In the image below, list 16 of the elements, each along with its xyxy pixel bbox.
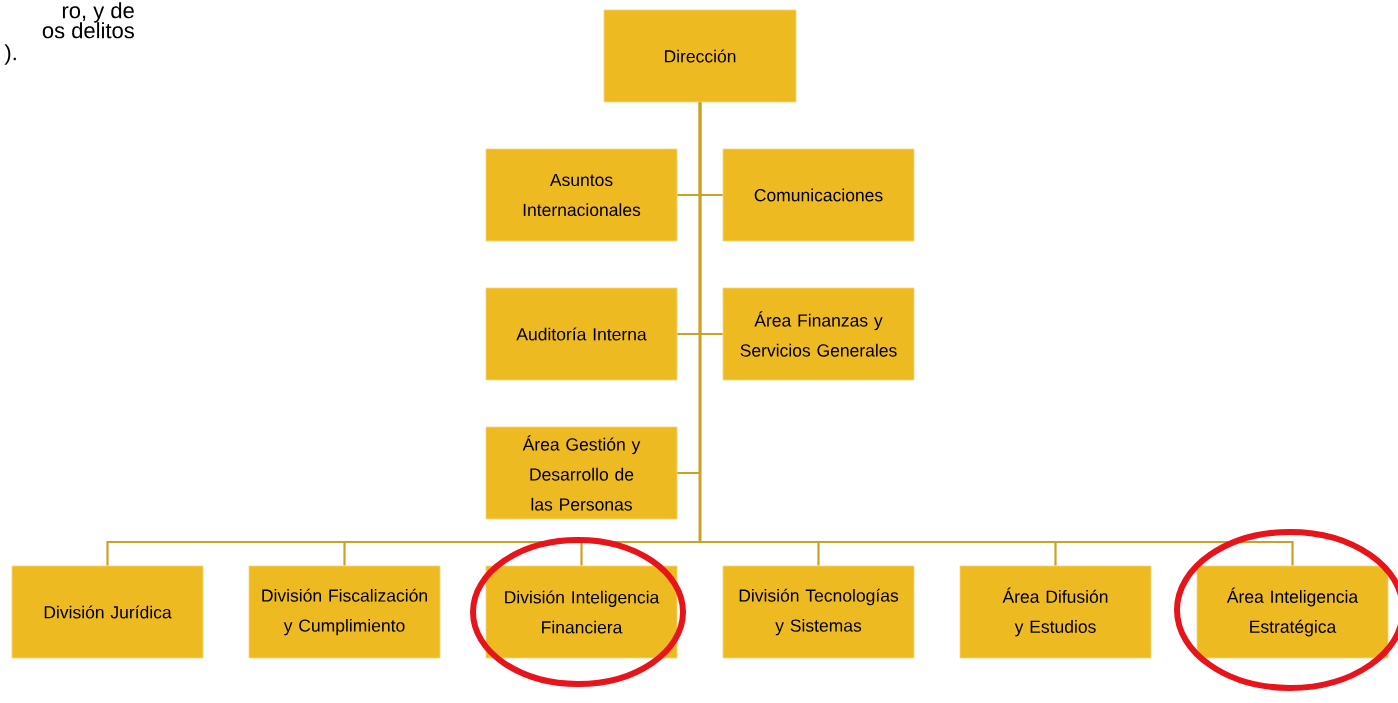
org-box: Área Inteligencia Estratégica (1196, 565, 1389, 659)
org-box: Área Gestión y Desarrollo de las Personas (485, 426, 678, 520)
org-box: Área Difusión y Estudios (959, 565, 1152, 659)
org-box: Comunicaciones (722, 148, 915, 242)
org-box: División Tecnologías y Sistemas (722, 565, 915, 659)
org-box: Área Finanzas y Servicios Generales (722, 287, 915, 381)
org-box: División Inteligencia Financiera (485, 565, 678, 659)
text-fragment: os delitos (42, 22, 134, 39)
text-fragment: ro, y de (62, 2, 134, 23)
text-fragment: ). (4, 44, 16, 65)
connector-line (698, 102, 1294, 566)
org-box: División Fiscalización y Cumplimiento (248, 565, 441, 659)
org-box: Dirección (603, 9, 797, 103)
org-box: División Jurídica (11, 565, 204, 659)
org-box: Asuntos Internacionales (485, 148, 678, 242)
org-box: Auditoría Interna (485, 287, 678, 381)
